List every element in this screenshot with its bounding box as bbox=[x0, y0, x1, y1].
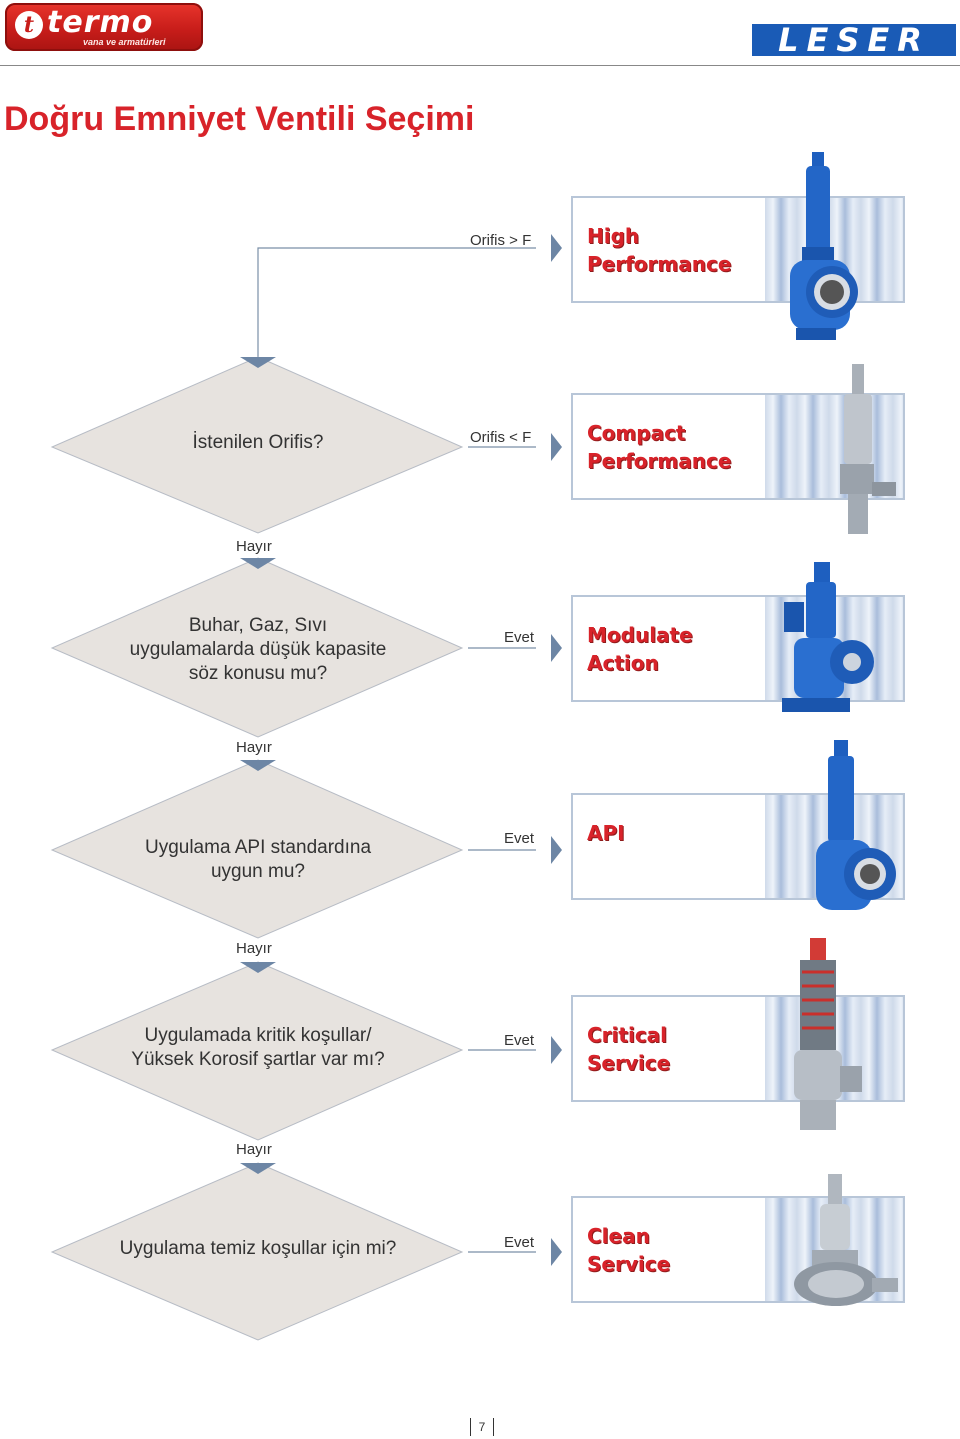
branch-arrow-3 bbox=[551, 634, 562, 662]
branch-arrow-2 bbox=[551, 433, 562, 461]
safety-valve-clean-icon bbox=[794, 1174, 898, 1306]
safety-valve-modulate-icon bbox=[782, 562, 874, 712]
condition-label-5: Evet bbox=[504, 1032, 535, 1049]
termo-logo-tagline: vana ve armatürleri bbox=[83, 37, 166, 47]
result-label-api: API bbox=[587, 819, 767, 847]
result-label-high-performance: High Performance bbox=[587, 222, 767, 278]
safety-valve-critical-icon bbox=[794, 938, 862, 1130]
decision-question-4-line-1: Uygulamada kritik koşullar/ bbox=[144, 1025, 372, 1046]
condition-label-1: Orifis > F bbox=[470, 232, 532, 249]
condition-label-4: Evet bbox=[504, 830, 535, 847]
branch-arrow-4 bbox=[551, 836, 562, 864]
result-label-line-1: High bbox=[587, 224, 640, 248]
decision-question-3-line-1: Uygulama API standardına bbox=[144, 837, 372, 858]
header-divider bbox=[0, 65, 960, 66]
result-label-line-1: API bbox=[587, 821, 625, 845]
down-arrow-5 bbox=[240, 1163, 276, 1174]
result-label-line-2: Service bbox=[587, 1252, 671, 1276]
termo-logo: t termo vana ve armatürleri bbox=[5, 3, 203, 51]
decision-question-2: Buhar, Gaz, Sıvı uygulamalarda düşük kap… bbox=[98, 614, 418, 686]
result-label-line-2: Performance bbox=[587, 449, 732, 473]
result-label-compact-performance: Compact Performance bbox=[587, 419, 767, 475]
decision-question-2-line-2: uygulamalarda düşük kapasite bbox=[129, 639, 387, 660]
result-label-line-1: Modulate bbox=[587, 623, 693, 647]
termo-logo-badge: t bbox=[15, 11, 43, 39]
condition-label-3: Evet bbox=[504, 629, 535, 646]
decision-question-5: Uygulama temiz koşullar için mi? bbox=[119, 1238, 397, 1259]
leser-logo: LESER bbox=[752, 24, 956, 56]
decision-question-3: Uygulama API standardına uygun mu? bbox=[98, 836, 418, 884]
no-label-4: Hayır bbox=[236, 1141, 272, 1158]
down-arrow-1 bbox=[240, 357, 276, 368]
decision-question-4: Uygulamada kritik koşullar/ Yüksek Koros… bbox=[98, 1024, 418, 1072]
branch-arrow-5 bbox=[551, 1036, 562, 1064]
decision-question-2-line-1: Buhar, Gaz, Sıvı bbox=[188, 615, 328, 636]
page-title: Doğru Emniyet Ventili Seçimi bbox=[4, 100, 475, 138]
result-label-line-1: Compact bbox=[587, 421, 686, 445]
result-label-line-2: Service bbox=[587, 1051, 671, 1075]
no-label-3: Hayır bbox=[236, 940, 272, 957]
down-arrow-2 bbox=[240, 558, 276, 569]
no-label-1: Hayır bbox=[236, 538, 272, 555]
result-label-line-2: Performance bbox=[587, 252, 732, 276]
result-label-line-2: Action bbox=[587, 651, 659, 675]
result-label-line-1: Critical bbox=[587, 1023, 668, 1047]
no-label-2: Hayır bbox=[236, 739, 272, 756]
decision-question-1: İstenilen Orifis? bbox=[192, 432, 324, 453]
decision-question-3-line-2: uygun mu? bbox=[210, 861, 305, 882]
result-label-modulate-action: Modulate Action bbox=[587, 621, 767, 677]
decision-question-2-line-3: söz konusu mu? bbox=[188, 663, 328, 684]
decision-diamond-2 bbox=[50, 557, 464, 738]
result-box-background-pattern bbox=[765, 395, 903, 498]
decision-diamond-1 bbox=[50, 356, 464, 534]
decision-diamond-3 bbox=[50, 759, 464, 939]
decision-diamond-4 bbox=[50, 961, 464, 1141]
result-label-line-1: Clean bbox=[587, 1224, 650, 1248]
termo-logo-wordmark: termo bbox=[47, 5, 154, 40]
decision-diamond-5 bbox=[50, 1162, 464, 1341]
branch-arrow-6 bbox=[551, 1238, 562, 1266]
condition-label-6: Evet bbox=[504, 1234, 535, 1251]
result-label-critical-service: Critical Service bbox=[587, 1021, 767, 1077]
branch-arrow-1 bbox=[551, 234, 562, 262]
condition-label-2: Orifis < F bbox=[470, 429, 532, 446]
safety-valve-blue-icon bbox=[790, 152, 858, 340]
safety-valve-api-icon bbox=[816, 740, 896, 910]
down-arrow-4 bbox=[240, 962, 276, 973]
result-label-clean-service: Clean Service bbox=[587, 1222, 767, 1278]
connector-orifis-gt-f bbox=[257, 247, 536, 360]
decision-question-4-line-2: Yüksek Korosif şartlar var mı? bbox=[131, 1049, 385, 1070]
down-arrow-3 bbox=[240, 760, 276, 771]
safety-valve-silver-icon bbox=[840, 364, 896, 534]
page-number: 7 bbox=[470, 1418, 494, 1436]
